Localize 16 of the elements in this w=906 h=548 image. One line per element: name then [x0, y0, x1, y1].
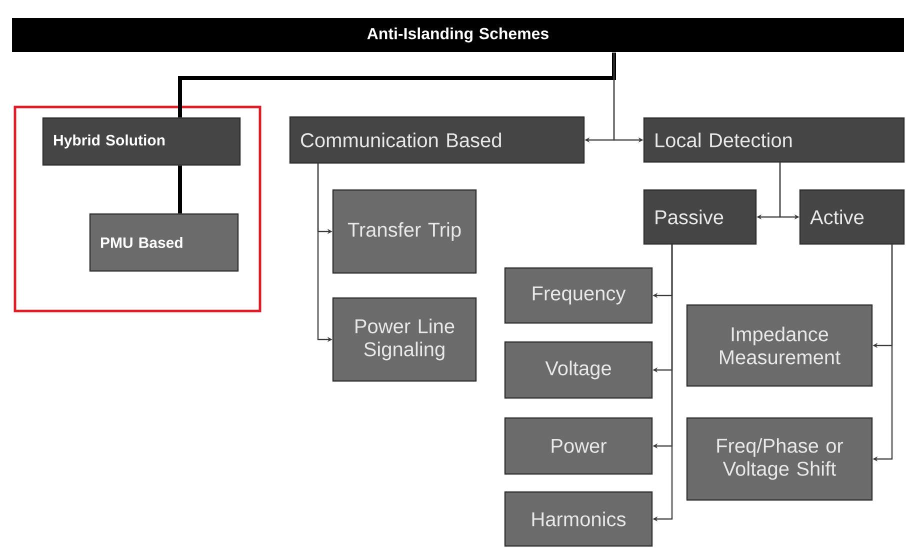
highlight-frame — [14, 106, 262, 312]
method-box: Freq/Phase or Voltage Shift — [686, 417, 873, 501]
category-box: Hybrid Solution — [42, 117, 241, 166]
method-box: Power Line Signaling — [332, 297, 477, 382]
title-band: Anti-Islanding Schemes — [12, 18, 904, 52]
category-box: Local Detection — [643, 117, 905, 163]
method-box: Power — [504, 417, 653, 475]
method-box: Harmonics — [504, 491, 653, 547]
category-box: Communication Based — [289, 116, 585, 164]
category-box: Active — [799, 189, 905, 245]
method-box: Frequency — [504, 267, 653, 324]
method-box: Voltage — [504, 341, 653, 399]
method-box: Impedance Measurement — [686, 304, 873, 387]
category-box: Passive — [643, 189, 757, 245]
method-box: PMU Based — [89, 213, 239, 272]
method-box: Transfer Trip — [332, 189, 477, 274]
